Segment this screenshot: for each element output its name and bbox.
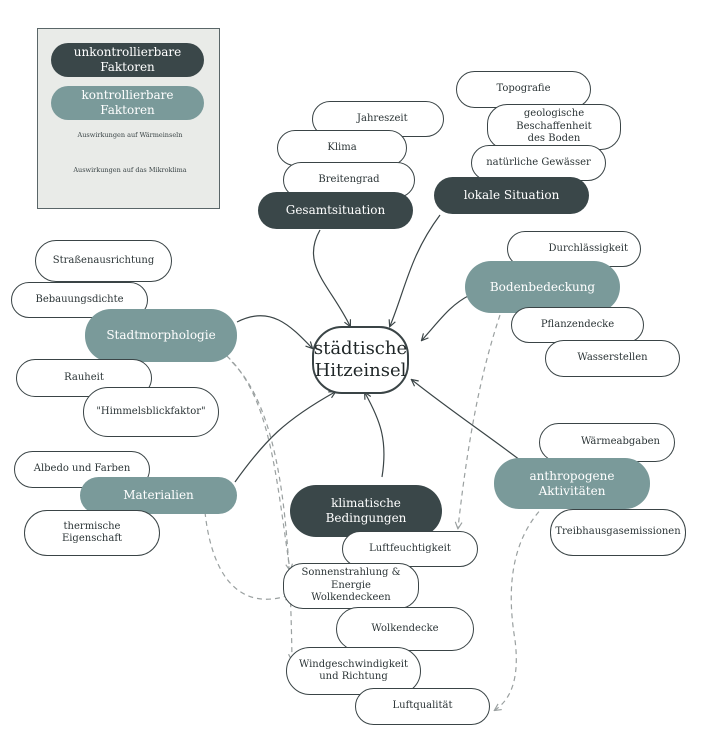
leaf-himmelsblickfaktor: "Himmelsblickfaktor" bbox=[83, 387, 219, 437]
leaf-sonnenstrahlung: Sonnenstrahlung & Energie Wolkendeckeen bbox=[283, 563, 419, 609]
arrow-materialien bbox=[234, 392, 335, 483]
leaf-waermeabgaben: Wärmeabgaben bbox=[539, 423, 675, 462]
center-line2: Hitzeinsel bbox=[314, 360, 407, 381]
arrow-gesamtsituation bbox=[312, 229, 350, 326]
leaf-strassenausrichtung: Straßenausrichtung bbox=[35, 240, 172, 282]
leaf-wind-line1: Windgeschwindigkeit bbox=[298, 658, 409, 670]
leaf-sonnenstrahlung-line1: Sonnenstrahlung & Energie bbox=[301, 567, 401, 591]
leaf-wasserstellen: Wasserstellen bbox=[545, 340, 680, 377]
leaf-wolkendecke: Wolkendecke bbox=[336, 607, 474, 651]
center-line1: städtische bbox=[313, 338, 408, 360]
leaf-klima: Klima bbox=[277, 130, 407, 166]
leaf-geologische-line2: des Boden bbox=[527, 133, 581, 145]
dashed-stadtmorphologie-2 bbox=[231, 361, 292, 660]
category-bodenbedeckung: Bodenbedeckung bbox=[465, 261, 620, 313]
leaf-wind-line2: und Richtung bbox=[319, 671, 388, 682]
leaf-geologische-line1: geologische Beschaffenheit bbox=[516, 108, 592, 132]
arrow-anthropogene bbox=[412, 380, 521, 461]
arrow-bodenbedeckung bbox=[422, 294, 471, 340]
legend-solid-caption: Auswirkungen auf Wärmeinseln bbox=[77, 131, 183, 139]
category-klimatische-bedingungen: klimatische Bedingungen bbox=[290, 485, 442, 537]
leaf-luftqualitaet: Luftqualität bbox=[355, 688, 490, 725]
leaf-geologische: geologische Beschaffenheit des Boden bbox=[487, 104, 621, 150]
leaf-thermische: thermische Eigenschaft bbox=[24, 510, 160, 556]
arrow-lokale-situation bbox=[390, 214, 441, 326]
dashed-bodenbedeckung bbox=[458, 314, 501, 528]
leaf-treibhausgasemissionen: Treibhausgasemissionen bbox=[550, 509, 686, 556]
legend-dashed-caption: Auswirkungen auf das Mikroklima bbox=[73, 166, 187, 174]
category-anthropogene-aktivitaeten: anthropogene Aktivitäten bbox=[494, 458, 650, 509]
category-lokale-situation: lokale Situation bbox=[434, 177, 589, 214]
dashed-anthropogene bbox=[495, 504, 546, 710]
leaf-windgeschwindigkeit: Windgeschwindigkeit und Richtung bbox=[286, 647, 421, 695]
dashed-materialien bbox=[204, 511, 290, 599]
category-materialien: Materialien bbox=[80, 477, 237, 514]
center-node-staedtische-hitzeinsel: städtische Hitzeinsel bbox=[312, 326, 409, 394]
arrow-klimatische bbox=[365, 393, 385, 478]
dashed-stadtmorphologie-1 bbox=[219, 349, 290, 570]
legend-controllable: kontrollierbare Faktoren bbox=[51, 86, 204, 120]
category-stadtmorphologie: Stadtmorphologie bbox=[85, 309, 237, 362]
leaf-topografie: Topografie bbox=[456, 71, 591, 108]
category-gesamtsituation: Gesamtsituation bbox=[258, 192, 413, 229]
leaf-pflanzendecke: Pflanzendecke bbox=[511, 307, 644, 343]
arrow-stadtmorphologie bbox=[236, 315, 312, 348]
leaf-luftfeuchtigkeit: Luftfeuchtigkeit bbox=[342, 531, 478, 567]
leaf-sonnenstrahlung-line2: Wolkendeckeen bbox=[311, 592, 391, 604]
legend-uncontrollable: unkontrollierbare Faktoren bbox=[51, 43, 204, 77]
leaf-gewaesser: natürliche Gewässer bbox=[471, 145, 606, 181]
